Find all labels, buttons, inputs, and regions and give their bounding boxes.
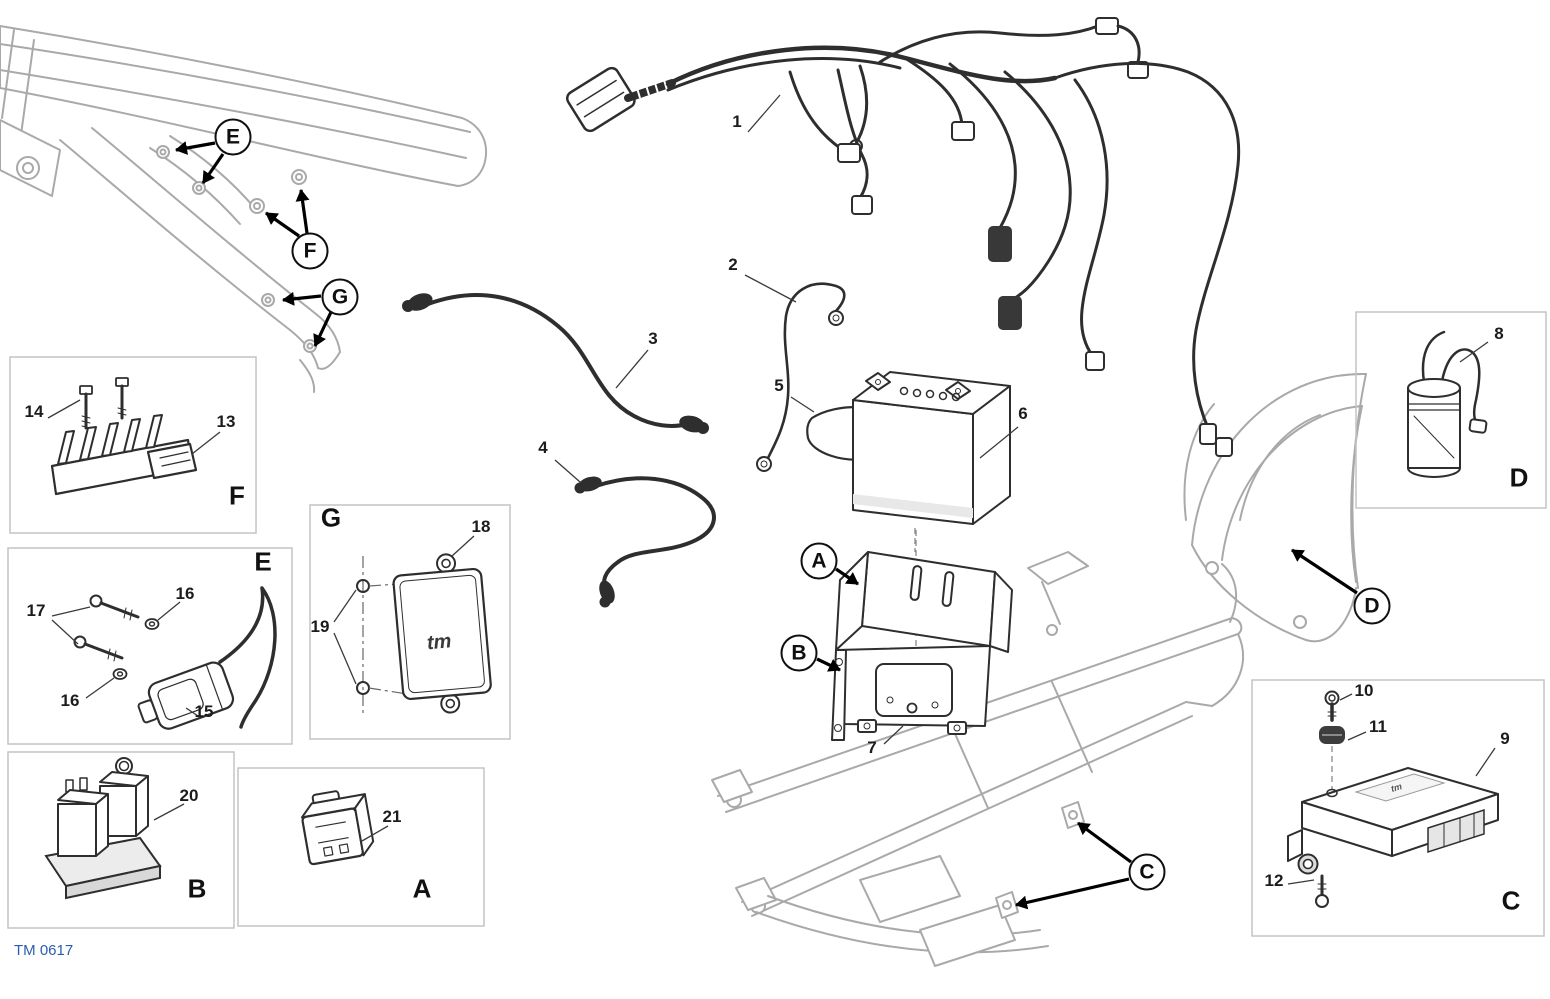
cdi-logo: tm bbox=[426, 630, 452, 654]
callout-G: G bbox=[321, 278, 359, 316]
part-number-15: 15 bbox=[194, 702, 214, 721]
relay-assembly-art bbox=[44, 757, 162, 900]
regulator-art bbox=[50, 377, 198, 496]
rear-fender-art bbox=[1183, 372, 1367, 643]
frame-front-art bbox=[0, 25, 488, 393]
part-number-6: 6 bbox=[1018, 404, 1028, 423]
ground-cable-art bbox=[756, 282, 846, 472]
inset-letter-D: D bbox=[1509, 462, 1529, 493]
part-number-9: 9 bbox=[1500, 729, 1510, 748]
ignition-coil-art bbox=[73, 586, 277, 730]
ecu-logo: tm bbox=[1390, 781, 1403, 794]
callout-F: F bbox=[291, 232, 329, 270]
inset-box-b bbox=[7, 751, 235, 929]
inset-letter-F: F bbox=[229, 480, 245, 511]
part-number-20: 20 bbox=[179, 786, 199, 805]
part-number-4: 4 bbox=[538, 438, 548, 457]
wiring-harness-art bbox=[565, 17, 1241, 457]
inset-letter-B: B bbox=[187, 873, 207, 904]
callout-A: A bbox=[800, 542, 838, 580]
part-number-18: 18 bbox=[471, 517, 491, 536]
ecu-art: tm bbox=[1287, 690, 1499, 908]
connector-art bbox=[300, 790, 375, 866]
capacitor-art bbox=[1407, 330, 1488, 478]
inset-letter-G: G bbox=[320, 502, 342, 533]
callout-C: C bbox=[1128, 853, 1166, 891]
callout-E: E bbox=[214, 118, 252, 156]
battery-bracket-art bbox=[831, 530, 1013, 741]
part-number-16: 16 bbox=[175, 584, 195, 603]
starter-cable-art bbox=[574, 476, 716, 608]
part-number-2: 2 bbox=[728, 255, 738, 274]
part-number-16: 16 bbox=[60, 691, 80, 710]
part-number-7: 7 bbox=[867, 738, 877, 757]
callout-B: B bbox=[780, 634, 818, 672]
leader-lines bbox=[47, 94, 1496, 885]
callout-D: D bbox=[1353, 587, 1391, 625]
part-number-10: 10 bbox=[1354, 681, 1374, 700]
part-number-8: 8 bbox=[1494, 324, 1504, 343]
part-number-14: 14 bbox=[24, 402, 44, 421]
inset-box-f bbox=[9, 356, 257, 534]
part-number-19: 19 bbox=[310, 617, 330, 636]
part-number-17: 17 bbox=[26, 601, 46, 620]
inset-letter-A: A bbox=[412, 873, 432, 904]
part-number-21: 21 bbox=[382, 807, 402, 826]
part-number-5: 5 bbox=[774, 376, 784, 395]
inset-box-g bbox=[309, 504, 511, 740]
part-number-3: 3 bbox=[648, 329, 658, 348]
footer-part-code: TM 0617 bbox=[14, 942, 74, 959]
inset-letter-E: E bbox=[254, 546, 272, 577]
part-number-1: 1 bbox=[732, 112, 742, 131]
inset-box-e bbox=[7, 547, 293, 745]
inset-box-a bbox=[237, 767, 485, 927]
part-number-13: 13 bbox=[216, 412, 236, 431]
battery-art bbox=[852, 371, 1011, 552]
inset-box-c bbox=[1251, 679, 1545, 937]
battery-cable-art bbox=[402, 293, 709, 434]
callout-arrows bbox=[175, 141, 1358, 910]
inset-box-d bbox=[1355, 311, 1547, 509]
part-number-12: 12 bbox=[1264, 871, 1284, 890]
cdi-unit-art: tm bbox=[356, 553, 492, 714]
inset-letter-C: C bbox=[1501, 885, 1521, 916]
part-number-11: 11 bbox=[1369, 717, 1387, 736]
